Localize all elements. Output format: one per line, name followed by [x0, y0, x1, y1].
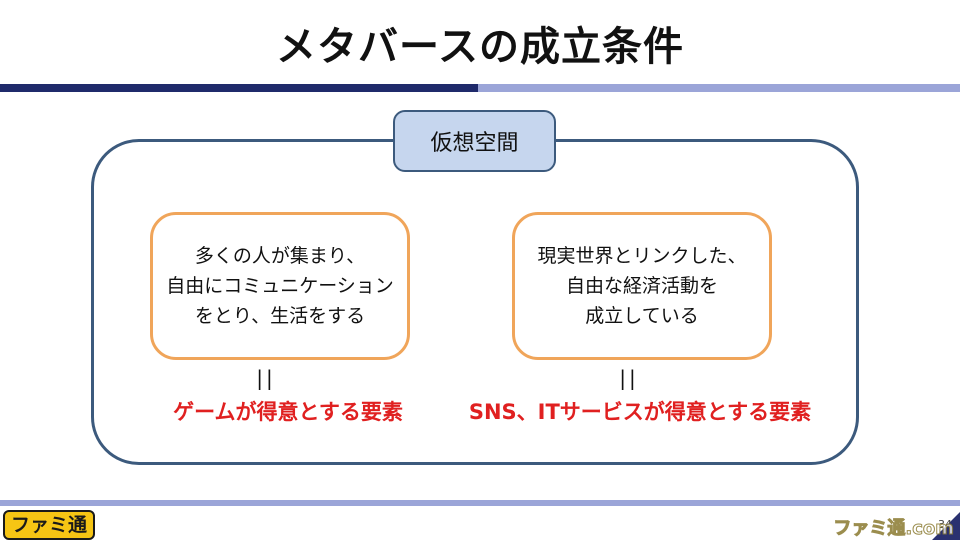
page-number: 34 [938, 518, 952, 531]
left-condition-card: 多くの人が集まり、 自由にコミュニケーション をとり、生活をする [150, 212, 410, 360]
header-bar-light [478, 84, 960, 92]
left-equals-sign: || [256, 366, 276, 390]
virtual-space-label: 仮想空間 [393, 110, 556, 172]
right-equals-sign: || [619, 366, 639, 390]
famitsu-com-watermark: ファミ通.com [833, 518, 955, 540]
left-card-line-2: 自由にコミュニケーション [166, 275, 394, 297]
right-caption: SNS、ITサービスが得意とする要素 [468, 400, 812, 424]
corner-triangle-decoration [932, 512, 960, 540]
footer-bar [0, 500, 960, 506]
right-card-line-1: 現実世界とリンクした、 [537, 245, 747, 267]
right-card-line-2: 自由な経済活動を [565, 275, 718, 297]
left-card-line-3: をとり、生活をする [194, 305, 366, 327]
right-card-line-3: 成立している [585, 305, 699, 327]
left-caption: ゲームが得意とする要素 [173, 400, 403, 424]
header-bar-dark [0, 84, 478, 92]
right-condition-card: 現実世界とリンクした、 自由な経済活動を 成立している [512, 212, 772, 360]
famitsu-logo: ファミ通 [3, 510, 96, 540]
slide-title: メタバースの成立条件 [276, 24, 684, 70]
left-card-line-1: 多くの人が集まり、 [194, 245, 366, 267]
